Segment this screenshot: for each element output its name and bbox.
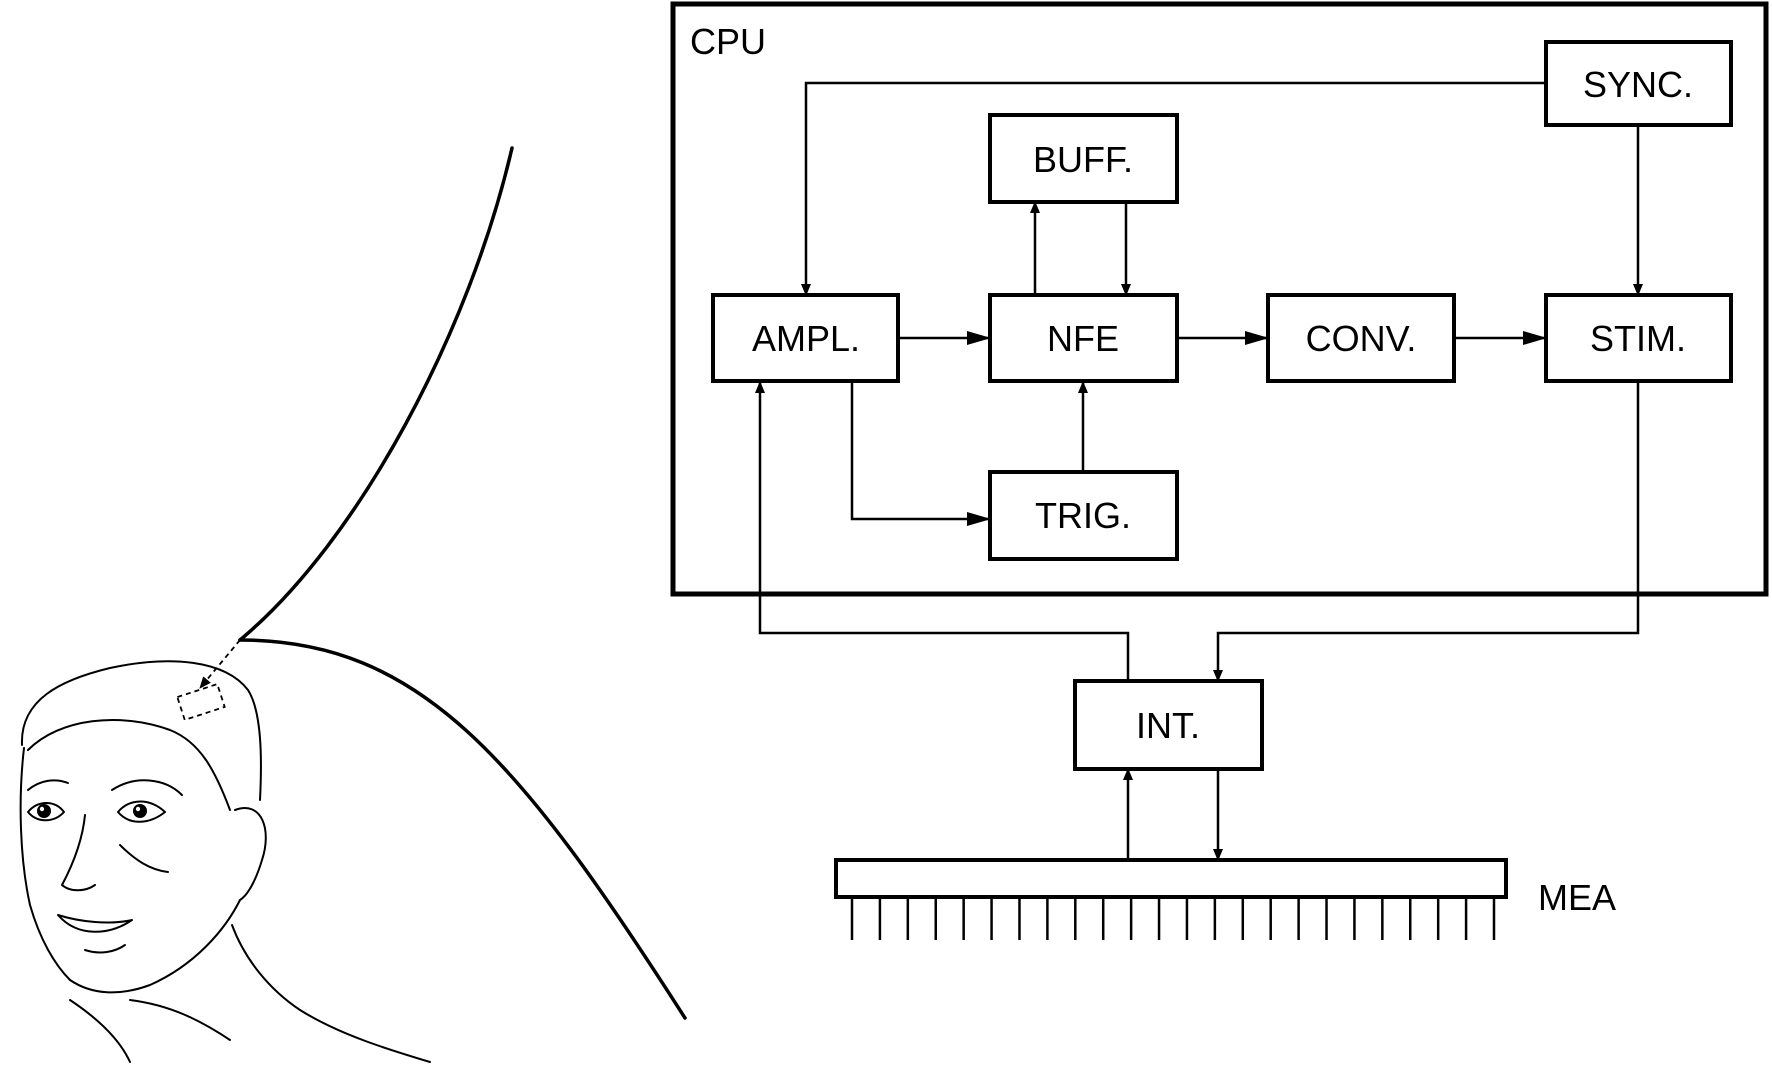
zoom-curve-upper — [238, 146, 514, 642]
chin-line — [84, 944, 126, 954]
buff-label: BUFF. — [1033, 139, 1133, 180]
hair-outline — [20, 660, 262, 801]
mea-bar — [834, 858, 1508, 899]
jaw-line — [69, 899, 241, 994]
nfe-label: NFE — [1047, 318, 1119, 359]
mea-label: MEA — [1538, 877, 1616, 918]
eye-left — [27, 802, 65, 822]
connectors — [755, 81, 1643, 861]
block-buff: BUFF. — [988, 113, 1179, 204]
block-trig: TRIG. — [988, 470, 1179, 561]
face-left-contour — [19, 747, 71, 981]
collar-right — [129, 999, 231, 1041]
block-stim: STIM. — [1544, 293, 1733, 383]
block-ampl: AMPL. — [711, 293, 900, 383]
implant-site-marker — [176, 682, 226, 722]
wire-int-ampl — [755, 381, 1130, 681]
wire-ampl-trig — [850, 381, 991, 526]
wire-sync-ampl — [801, 81, 1546, 296]
implant-leader-line — [199, 639, 241, 689]
block-nfe: NFE — [988, 293, 1179, 383]
cpu-label: CPU — [690, 21, 766, 62]
eyebrow-right — [111, 779, 183, 796]
block-sync: SYNC. — [1544, 40, 1733, 127]
block-conv: CONV. — [1266, 293, 1456, 383]
sync-label: SYNC. — [1583, 64, 1693, 105]
ampl-label: AMPL. — [752, 318, 860, 359]
cheek-line — [119, 844, 169, 873]
eye-right — [117, 800, 166, 823]
head-illustration — [19, 146, 687, 1063]
collar-left — [69, 999, 131, 1063]
conv-label: CONV. — [1306, 318, 1417, 359]
cpu-frame — [670, 1, 1769, 597]
cpu-block: CPU — [670, 1, 1769, 597]
wire-stim-int — [1213, 381, 1640, 682]
hairline — [27, 718, 231, 811]
zoom-curve-lower — [238, 638, 687, 1020]
block-int: INT. — [1073, 679, 1264, 771]
trig-label: TRIG. — [1035, 495, 1131, 536]
ear — [234, 807, 267, 901]
nose — [61, 814, 96, 892]
eyebrow-left — [27, 779, 69, 791]
mea-array: MEA — [834, 858, 1616, 940]
mouth — [57, 914, 133, 933]
stim-label: STIM. — [1590, 318, 1686, 359]
mea-electrodes — [850, 897, 1496, 940]
int-label: INT. — [1136, 705, 1200, 746]
neck-right — [231, 924, 431, 1063]
